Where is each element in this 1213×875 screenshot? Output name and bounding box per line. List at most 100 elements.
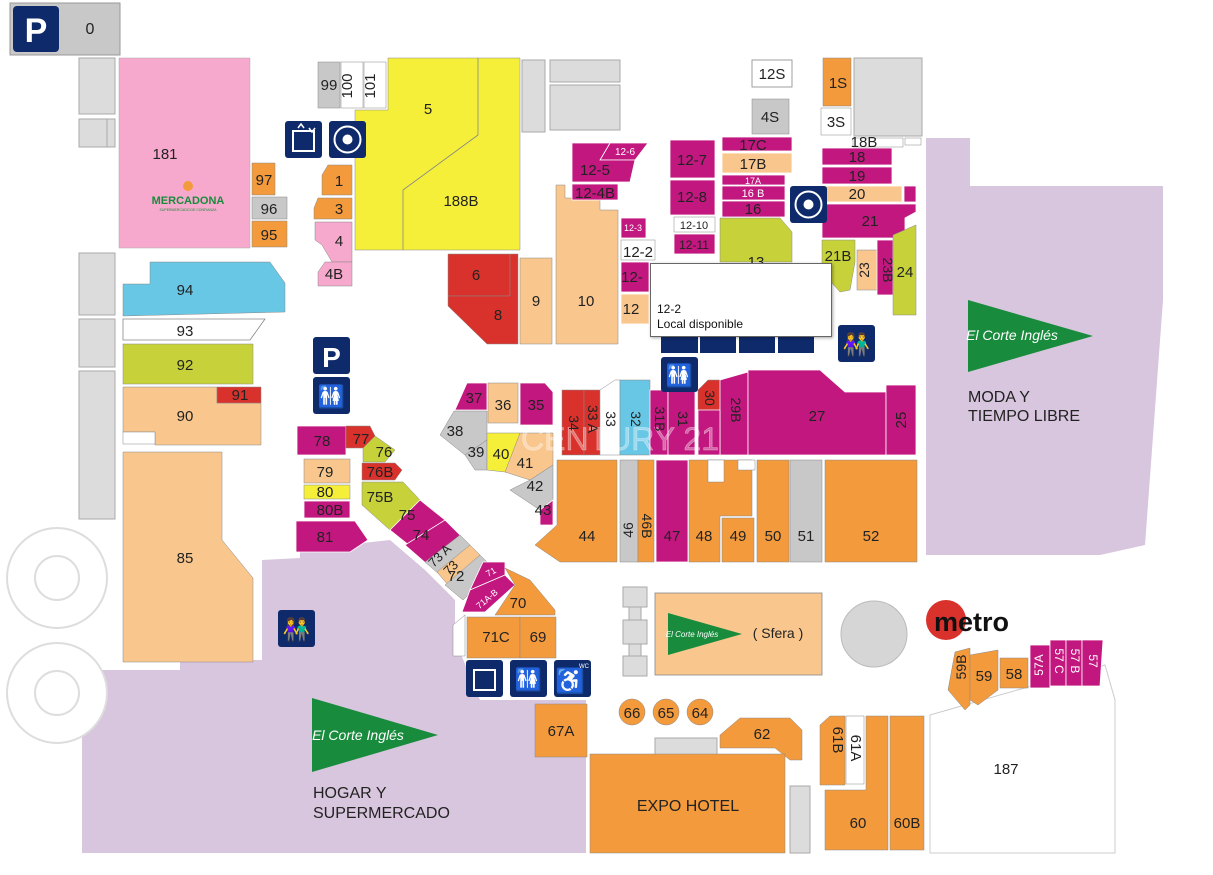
store-62[interactable] — [719, 717, 803, 761]
store-58[interactable] — [999, 657, 1029, 689]
store-57[interactable] — [1081, 639, 1104, 687]
store-18b[interactable] — [852, 137, 904, 148]
store-17a[interactable] — [721, 174, 786, 186]
store-grey-l1[interactable] — [78, 57, 116, 115]
store-95[interactable] — [251, 220, 288, 248]
store-12-10[interactable] — [673, 216, 716, 233]
store-64[interactable] — [686, 698, 714, 726]
store-20b[interactable] — [903, 185, 917, 203]
store-16[interactable] — [721, 200, 786, 218]
store-12-5[interactable] — [571, 142, 636, 183]
store-49[interactable] — [721, 517, 755, 563]
store-46b[interactable] — [637, 459, 655, 563]
store-80b[interactable] — [303, 500, 351, 519]
store-99[interactable] — [317, 61, 341, 109]
store-29-ext[interactable] — [697, 409, 721, 456]
store-grey-l5[interactable] — [78, 370, 116, 520]
restroom-icon-left[interactable] — [313, 377, 350, 414]
store-52-notch[interactable] — [737, 459, 756, 471]
store-59b[interactable] — [947, 647, 971, 711]
store-44[interactable] — [534, 459, 618, 563]
store-3[interactable] — [313, 197, 353, 220]
store-grey-l4[interactable] — [78, 318, 116, 368]
store-101[interactable] — [363, 61, 387, 109]
store-grey-m3[interactable] — [549, 84, 621, 131]
store-17c[interactable] — [721, 136, 793, 152]
store-13[interactable] — [719, 217, 793, 263]
kids-area-icon-right[interactable] — [838, 325, 875, 362]
restroom-icon-under-tooltip[interactable] — [661, 337, 698, 353]
store-grey-m1[interactable] — [521, 59, 546, 133]
store-94[interactable] — [122, 261, 286, 317]
anchor-area-hogar[interactable] — [82, 540, 586, 853]
store-18[interactable] — [821, 147, 893, 166]
elevator-icon-bottom[interactable] — [466, 660, 503, 697]
store-10[interactable] — [555, 184, 619, 345]
store-85[interactable] — [122, 451, 254, 663]
store-12-3[interactable] — [620, 217, 647, 239]
store-grey-r1[interactable] — [853, 57, 923, 137]
store-4b[interactable] — [317, 261, 353, 287]
store-19[interactable] — [821, 166, 893, 185]
store-80[interactable] — [303, 484, 351, 500]
store-66[interactable] — [618, 698, 646, 726]
store-71ab[interactable] — [461, 574, 516, 613]
store-67a[interactable] — [534, 703, 588, 758]
store-78[interactable] — [296, 425, 347, 456]
store-32[interactable] — [619, 379, 651, 456]
store-79[interactable] — [303, 458, 351, 484]
store-70[interactable] — [494, 567, 556, 616]
store-61b[interactable] — [819, 715, 846, 786]
store-12-7[interactable] — [669, 139, 716, 179]
parking-icon[interactable] — [13, 6, 59, 52]
store-grey-l2[interactable] — [78, 118, 108, 148]
restroom-icon-bottom[interactable] — [510, 660, 547, 697]
store-60[interactable] — [824, 715, 889, 851]
kids-area-icon-left[interactable] — [278, 610, 315, 647]
store-97[interactable] — [251, 162, 276, 196]
kiosk-2[interactable] — [622, 619, 648, 645]
store-16b[interactable] — [721, 185, 786, 201]
store-69[interactable] — [519, 616, 557, 659]
baby-care-icon-under-tooltip[interactable] — [778, 337, 814, 353]
accessible-icon-under-tooltip[interactable] — [700, 337, 736, 353]
store-21[interactable] — [821, 203, 917, 239]
store-61a[interactable] — [845, 715, 865, 785]
store-9[interactable] — [519, 257, 553, 345]
store-46[interactable] — [619, 459, 639, 563]
store-52[interactable] — [824, 459, 918, 563]
store-100[interactable] — [340, 61, 364, 109]
store-12-11[interactable] — [673, 233, 716, 255]
store-81[interactable] — [295, 520, 369, 553]
elevator-icon-under-tooltip[interactable] — [739, 337, 775, 353]
store-71c-left[interactable] — [452, 614, 466, 657]
store-76[interactable] — [362, 435, 396, 463]
restroom-icon-center[interactable] — [661, 357, 698, 392]
store-74[interactable] — [404, 519, 461, 566]
store-expo-hotel[interactable] — [589, 753, 786, 854]
store-47[interactable] — [655, 459, 689, 563]
store-24[interactable] — [892, 224, 917, 316]
store-50[interactable] — [756, 459, 790, 563]
store-43[interactable] — [539, 499, 554, 526]
store-90-sub[interactable] — [122, 431, 156, 445]
accessible-wc-icon[interactable] — [554, 660, 591, 697]
store-4s[interactable] — [751, 98, 790, 135]
kiosk-5[interactable] — [628, 643, 642, 657]
store-51[interactable] — [789, 459, 823, 563]
store-92[interactable] — [122, 343, 254, 385]
store-12-1[interactable] — [620, 261, 650, 293]
store-59[interactable] — [969, 649, 999, 706]
store-71c[interactable] — [466, 616, 521, 659]
store-91[interactable] — [216, 386, 262, 404]
store-93[interactable] — [122, 318, 266, 341]
store-25[interactable] — [885, 384, 917, 456]
store-18b-sub[interactable] — [904, 137, 922, 146]
store-37[interactable] — [454, 382, 488, 411]
store-grey-m2[interactable] — [549, 59, 621, 83]
store-35[interactable] — [519, 382, 554, 426]
store-17b[interactable] — [721, 152, 793, 174]
kiosk-4[interactable] — [628, 606, 642, 621]
store-36[interactable] — [487, 382, 519, 424]
store-12-8[interactable] — [669, 179, 716, 216]
